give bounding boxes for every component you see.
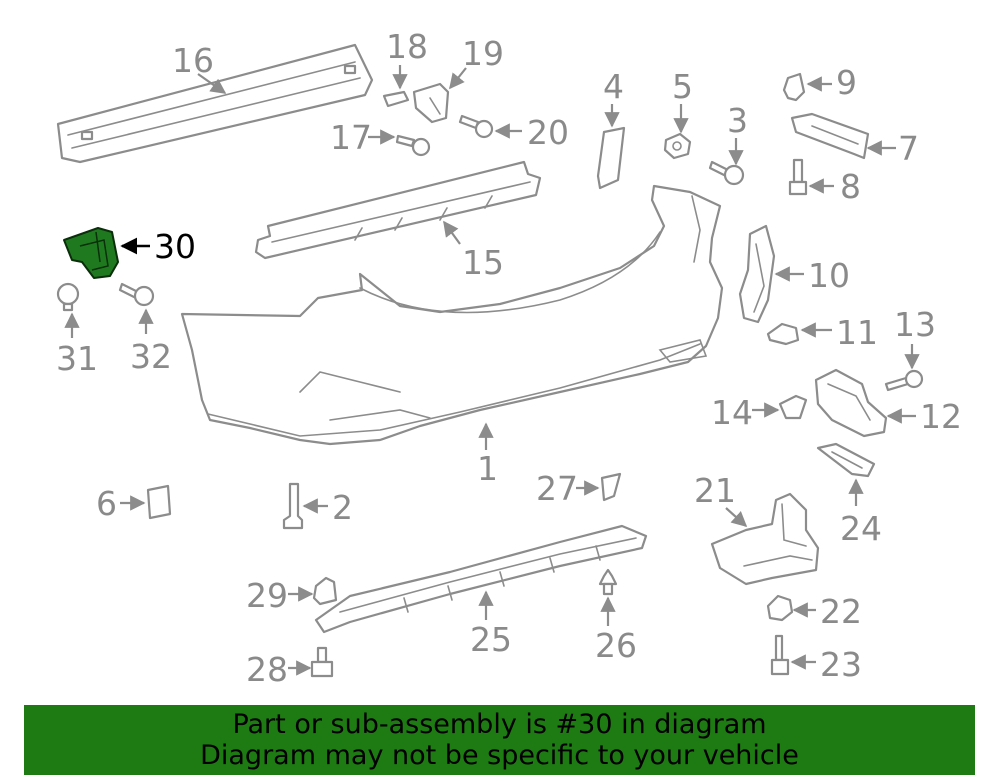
part-28-bolt <box>310 646 334 678</box>
part-29-nut <box>312 576 338 606</box>
callout-29: 29 <box>246 576 288 615</box>
banner-line-1: Part or sub-assembly is #30 in diagram <box>232 709 767 740</box>
part-30-bracket-highlighted <box>63 227 119 279</box>
part-14-clip <box>778 394 808 420</box>
callout-11: 11 <box>836 313 878 352</box>
part-27-clip <box>600 472 622 502</box>
part-3-bolt <box>708 160 745 186</box>
part-21-reflector-assembly <box>710 492 820 586</box>
part-9-clip <box>782 72 806 102</box>
part-12-bracket <box>814 368 888 438</box>
part-1-bumper-cover <box>180 184 724 446</box>
callout-5: 5 <box>672 67 693 106</box>
part-8-screw <box>788 158 808 196</box>
part-15-absorber <box>254 160 542 260</box>
part-16-reinforcement <box>56 43 374 164</box>
callout-16: 16 <box>172 41 214 80</box>
callout-3: 3 <box>727 101 748 140</box>
part-4-seal <box>596 126 626 190</box>
part-6-block <box>146 484 172 520</box>
callout-26: 26 <box>595 626 637 665</box>
callout-32: 32 <box>130 337 172 376</box>
part-7-retainer <box>790 112 870 160</box>
callout-30: 30 <box>154 227 196 266</box>
part-18-bracket <box>382 90 410 108</box>
part-22-nut <box>766 594 794 622</box>
callout-27: 27 <box>536 469 578 508</box>
callout-4: 4 <box>603 67 624 106</box>
part-5-nut <box>663 132 692 160</box>
callout-22: 22 <box>820 592 862 631</box>
part-24-reflector-bracket <box>816 442 876 478</box>
callout-31: 31 <box>56 339 98 378</box>
callout-12: 12 <box>920 397 962 436</box>
callout-8: 8 <box>840 167 861 206</box>
callout-13: 13 <box>894 305 936 344</box>
part-19-bracket <box>412 82 450 124</box>
callout-9: 9 <box>836 63 857 102</box>
callout-21: 21 <box>694 471 736 510</box>
part-10-side-bracket <box>738 224 776 324</box>
part-32-bolt <box>118 282 155 307</box>
callout-10: 10 <box>808 256 850 295</box>
callout-25: 25 <box>470 620 512 659</box>
callout-24: 24 <box>840 509 882 548</box>
callout-15: 15 <box>462 243 504 282</box>
part-11-clip <box>766 322 800 346</box>
part-20-bolt <box>458 114 494 139</box>
callout-14: 14 <box>711 393 753 432</box>
part-26-clip <box>598 568 618 596</box>
callout-17: 17 <box>330 118 372 157</box>
callout-7: 7 <box>898 129 919 168</box>
banner-line-2: Diagram may not be specific to your vehi… <box>200 740 799 771</box>
callout-18: 18 <box>386 27 428 66</box>
callout-6: 6 <box>96 484 117 523</box>
callout-1: 1 <box>477 449 498 488</box>
part-25-lower-garnish <box>314 524 648 634</box>
notice-banner: Part or sub-assembly is #30 in diagram D… <box>24 705 975 775</box>
callout-28: 28 <box>246 650 288 689</box>
callout-2: 2 <box>332 488 353 527</box>
callout-20: 20 <box>527 113 569 152</box>
part-23-screw <box>770 634 790 676</box>
part-17-bolt <box>395 134 431 157</box>
callout-23: 23 <box>820 645 862 684</box>
part-2-pin <box>282 482 304 530</box>
part-13-bolt <box>884 369 924 392</box>
callout-19: 19 <box>462 34 504 73</box>
part-31-clip <box>56 282 80 312</box>
